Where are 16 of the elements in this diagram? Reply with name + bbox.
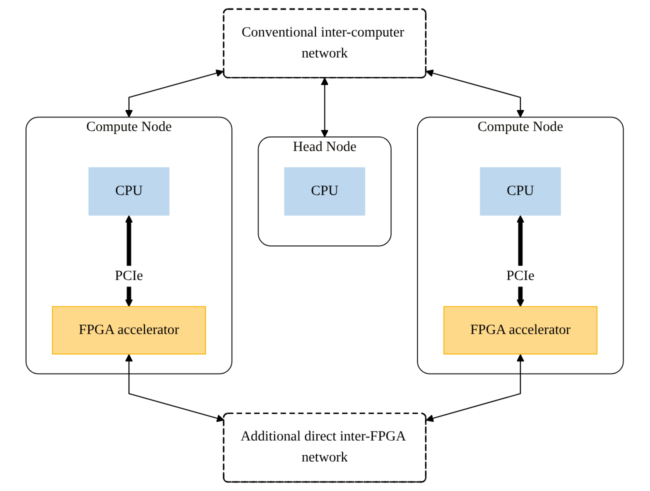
arrow [426,69,525,118]
cluster [26,116,233,374]
diagram: Compute Node Compute Node Head Node PCIe PCIe Conventional inter-computer network CPU CPU CPU FPGA accelerator FPGA accelerator Additional direct inter-FPGA network [19,2,631,489]
edge-label: PCIe [506,268,535,284]
arrow [125,354,225,422]
node-box [480,167,562,216]
node-box [52,306,206,354]
node-box [444,306,598,354]
arrow [125,69,224,118]
cluster [417,116,624,374]
cluster [258,136,392,246]
edge-label: PCIe [115,268,144,284]
arrow [321,78,329,138]
arrow [426,354,525,422]
node-box [88,167,170,216]
node-box [284,167,366,216]
